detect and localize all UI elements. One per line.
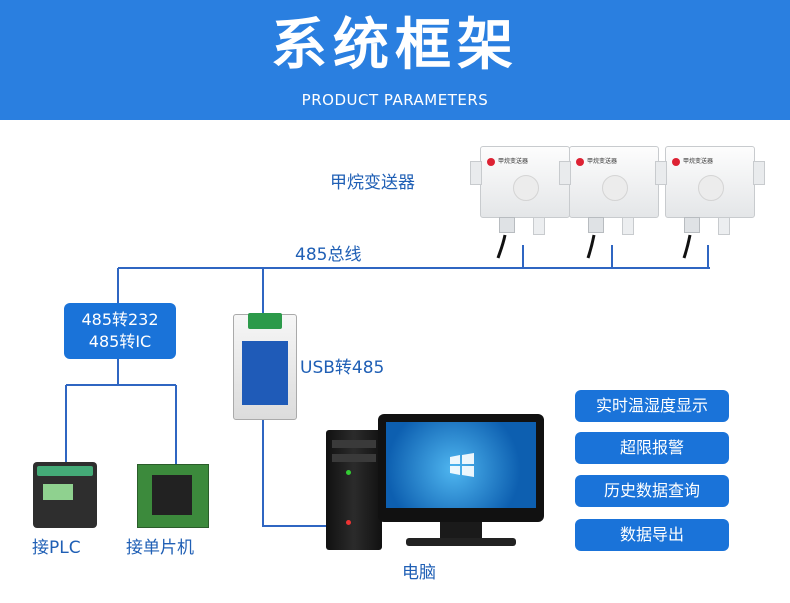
methane-sensor-2: 甲烷变送器 [559,146,669,235]
brand-logo-icon [672,157,680,166]
sensor-tag: 甲烷变送器 [587,158,618,165]
feature-realtime-display: 实时温湿度显示 [575,390,729,422]
converter-label-line1: 485转232 [81,310,159,329]
header-banner: 系统框架 PRODUCT PARAMETERS [0,0,790,120]
converter-box: 485转232 485转IC [64,303,176,359]
plc-device [33,462,97,528]
sensor-window [602,175,628,201]
feature-over-limit-alarm: 超限报警 [575,432,729,464]
sensor2-cable [586,234,596,259]
sensor-label: 甲烷变送器 [330,173,415,193]
pc-tower [326,430,382,550]
feature-history-query: 历史数据查询 [575,475,729,507]
feature-data-export: 数据导出 [575,519,729,551]
pc-monitor [378,414,544,546]
methane-sensor-1: 甲烷变送器 [470,146,580,235]
terminal-block [248,313,282,329]
methane-sensor-3: 甲烷变送器 [655,146,765,235]
pc-label: 电脑 [402,563,436,583]
bus-label: 485总线 [295,245,362,265]
mcu-board [137,464,209,528]
brand-logo-icon [576,157,584,166]
plc-label: 接PLC [32,538,81,558]
plc-screen [43,484,73,500]
usb-to-pc [262,418,326,527]
page-subtitle: PRODUCT PARAMETERS [301,91,489,109]
sensor-window [513,175,539,201]
sensor1-cable [496,234,507,259]
mcu-chip [152,475,192,515]
converter-label-line2: 485转IC [88,332,152,351]
brand-logo-icon [487,157,495,166]
device-label [242,341,288,405]
sensor3-cable [682,234,692,259]
usb-label: USB转485 [300,358,385,378]
usb-converter-device [233,313,297,420]
windows-logo-icon [450,453,474,477]
monitor-screen [386,422,536,508]
sensor-tag: 甲烷变送器 [683,158,714,165]
page-title: 系统框架 [271,13,519,78]
sensor-tag: 甲烷变送器 [498,158,529,165]
mcu-label: 接单片机 [126,538,194,558]
sensor-window [698,175,724,201]
